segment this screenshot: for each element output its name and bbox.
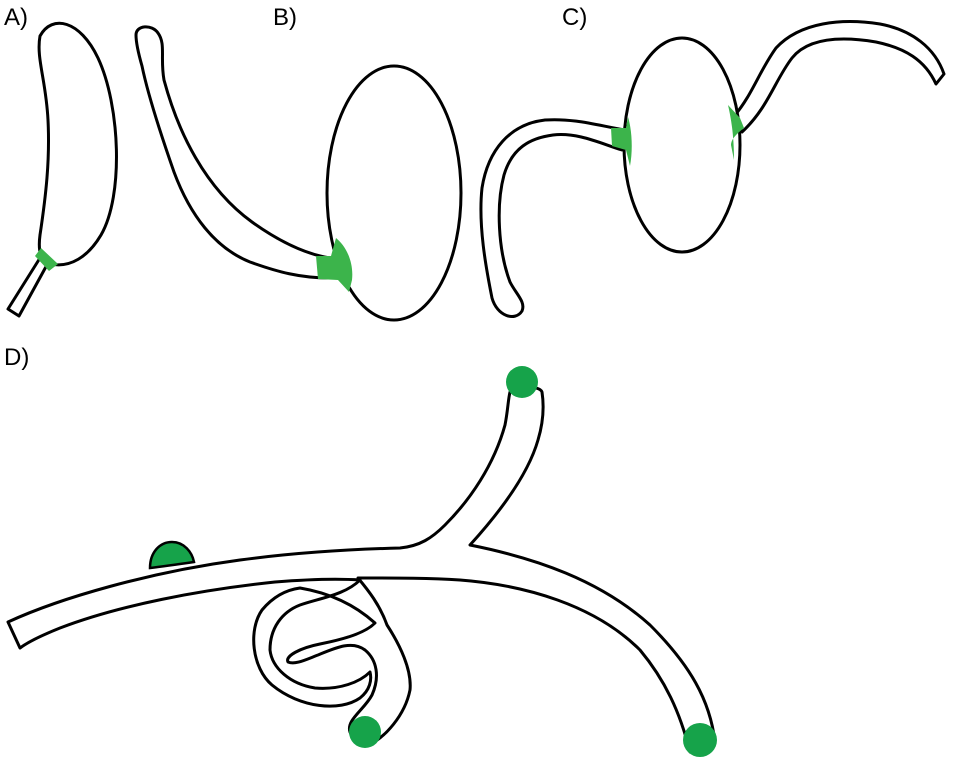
panel-c-drawing — [479, 20, 946, 318]
panel-c-right-marker — [728, 105, 744, 160]
panel-d-filament — [6, 385, 717, 754]
panel-a-cell — [37, 21, 118, 267]
panel-d-marker-top — [506, 366, 538, 398]
panel-a-drawing — [6, 21, 118, 318]
panel-b-marker — [316, 238, 353, 292]
panel-d-marker-left — [148, 540, 196, 570]
panel-b-stalk — [134, 25, 332, 280]
panel-c-left-marker — [611, 117, 632, 166]
panel-c-left-stalk — [479, 118, 627, 318]
panel-d-drawing — [6, 366, 717, 757]
panel-d-marker-bottom-right — [683, 723, 717, 757]
panel-label-b: B) — [273, 4, 297, 31]
panel-label-c: C) — [562, 4, 588, 31]
panel-b-cell — [325, 64, 463, 322]
panel-a-stalk — [6, 256, 50, 318]
panel-label-a: A) — [4, 4, 28, 31]
panel-d-marker-loop — [349, 716, 381, 748]
panel-c-right-stalk — [733, 20, 946, 134]
panel-a-marker — [35, 248, 58, 271]
panel-b-drawing — [134, 25, 463, 322]
panel-label-d: D) — [4, 344, 30, 371]
panel-c-cell — [622, 36, 742, 254]
